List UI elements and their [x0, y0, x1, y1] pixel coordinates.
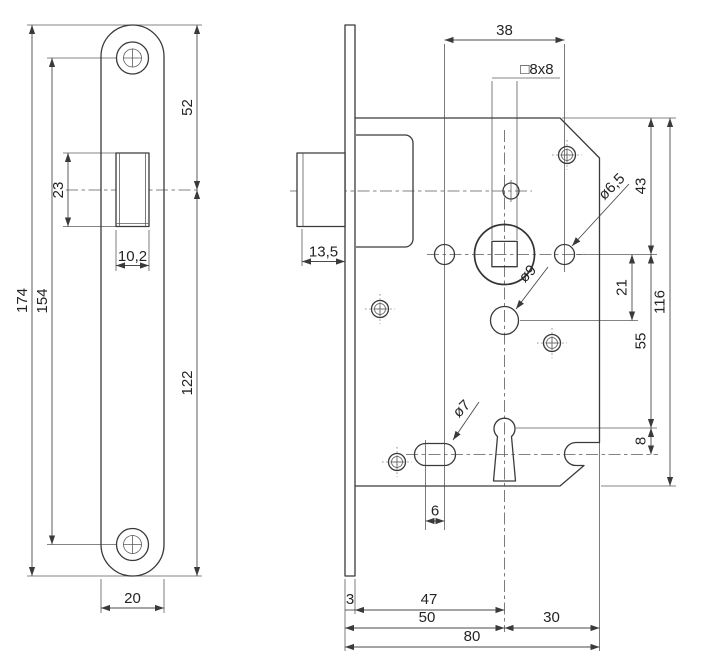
lock-body-outline	[355, 117, 601, 487]
dim-label-keyhole-to-catch: 8	[633, 437, 650, 445]
screw-hole-top	[115, 41, 150, 75]
dim-label-latch-projection: 13,5	[309, 244, 338, 261]
latch-bolt	[296, 152, 346, 228]
dim-label-latch-width: 10,2	[118, 248, 147, 265]
dim-label-latch-to-bottom: 122	[179, 370, 196, 395]
assembly-screw	[537, 328, 567, 358]
dim-label-backset: 50	[419, 609, 436, 626]
leader-dia-6-5	[571, 183, 630, 247]
dim-label-spindle-square: □8x8	[520, 61, 553, 78]
faceplate-outline	[100, 24, 165, 577]
handle-hole-left	[433, 243, 456, 266]
dim-label-top-to-latch: 52	[179, 99, 196, 116]
dim-label-rear-distance: 30	[543, 609, 560, 626]
screw-hole-outer	[115, 41, 150, 75]
screw-outer	[370, 299, 390, 319]
pin-hole	[502, 180, 520, 202]
dim-label-plate-width: 20	[124, 590, 141, 607]
leader-dia-7	[452, 401, 480, 441]
dim-label-inner-backset: 47	[421, 591, 438, 608]
latch-bolt-outline	[296, 152, 346, 228]
dim-label-screw-spacing: 154	[34, 288, 51, 313]
spindle-hub	[473, 223, 536, 286]
dim-label-top-to-spindle: 43	[633, 178, 650, 195]
faceplate-edge	[344, 24, 356, 577]
leader-dia-9	[515, 266, 549, 310]
dim-label-handle-spacing: 38	[496, 22, 513, 39]
assembly-screw	[552, 140, 582, 170]
dim-label-plate-thickness: 3	[346, 591, 354, 608]
dim-label-spindle-to-cylinder: 21	[614, 279, 631, 296]
latch-outline	[115, 152, 150, 228]
screw-outer	[542, 333, 562, 353]
latch-cutout	[115, 152, 150, 228]
dim-label-body-depth: 80	[464, 628, 481, 645]
spindle-square-hole	[491, 240, 518, 268]
keyhole	[492, 417, 517, 482]
screw-outer	[557, 145, 577, 165]
assembly-screw	[365, 294, 395, 324]
assembly-screw	[382, 447, 412, 477]
dim-label-latch-height: 23	[50, 182, 67, 199]
dim-label-body-height: 116	[652, 290, 669, 314]
side-view: 38 □8x8 ø6,5 43 21 116 55 ø9 8 ø7 13,5 6…	[290, 22, 676, 651]
screw-outer	[387, 452, 407, 472]
cylinder-hole	[489, 305, 520, 336]
screw-hole-bottom	[115, 527, 150, 562]
screw-hole-outer	[115, 527, 150, 562]
handle-hole-right	[553, 243, 576, 266]
dim-label-plate-length: 174	[14, 288, 31, 313]
slot-hole	[413, 442, 457, 467]
spindle-hub-circle	[473, 223, 536, 286]
latch-housing	[356, 134, 414, 248]
dim-label-spindle-to-keyhole: 55	[633, 333, 650, 350]
dim-label-slot-centers: 6	[431, 503, 439, 520]
front-view: 174 154 52 122 23 10,2 20	[14, 24, 202, 613]
